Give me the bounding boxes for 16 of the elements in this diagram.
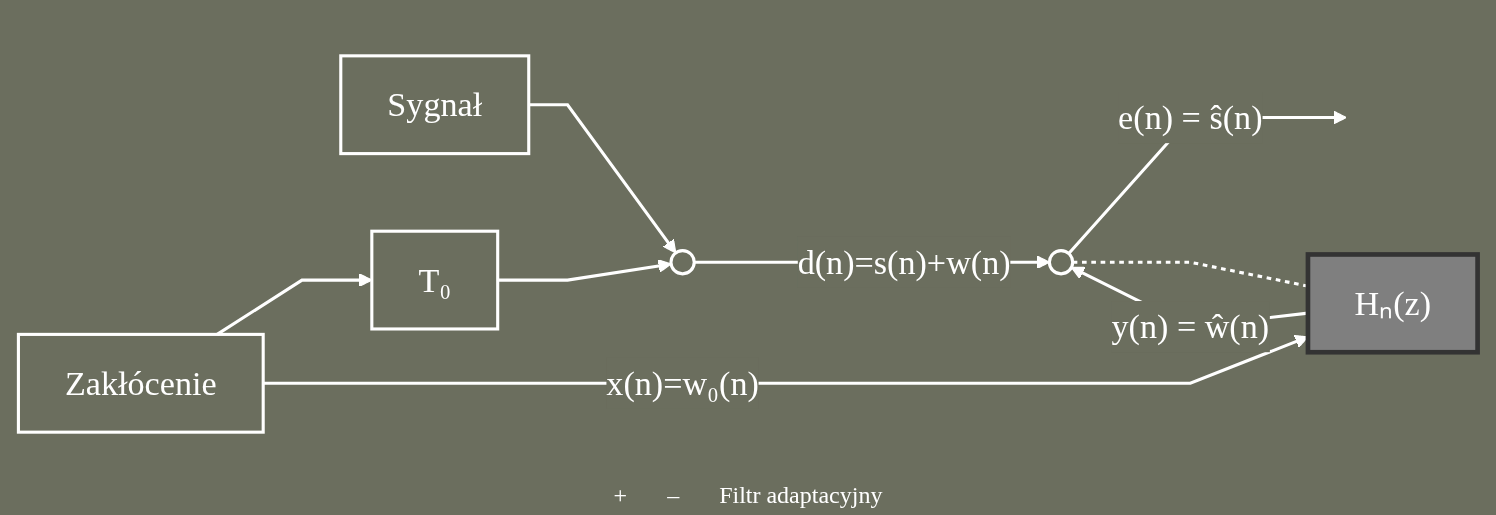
node-box: T₀: [370, 229, 500, 331]
diagram-label: Filtr adaptacyjny: [719, 482, 883, 509]
node-box: Sygnał: [339, 54, 531, 156]
diagram-label: –: [667, 482, 680, 509]
node-box: Hₙ(z): [1305, 252, 1480, 355]
edge-label: e(n) = ŝ(n): [1118, 98, 1263, 137]
arrow: [216, 273, 373, 336]
diagram-label: +: [613, 482, 628, 509]
node-box: Zakłócenie: [16, 332, 265, 434]
edge-label: x(n)=w₀(n): [606, 363, 759, 403]
arrow: [497, 259, 672, 282]
arrow: [528, 103, 677, 254]
edge-label: y(n) = ŵ(n): [1111, 307, 1270, 347]
node-circle: [1047, 249, 1075, 276]
edge-label: d(n)=s(n)+w(n): [797, 242, 1011, 282]
node-circle: [669, 249, 696, 276]
